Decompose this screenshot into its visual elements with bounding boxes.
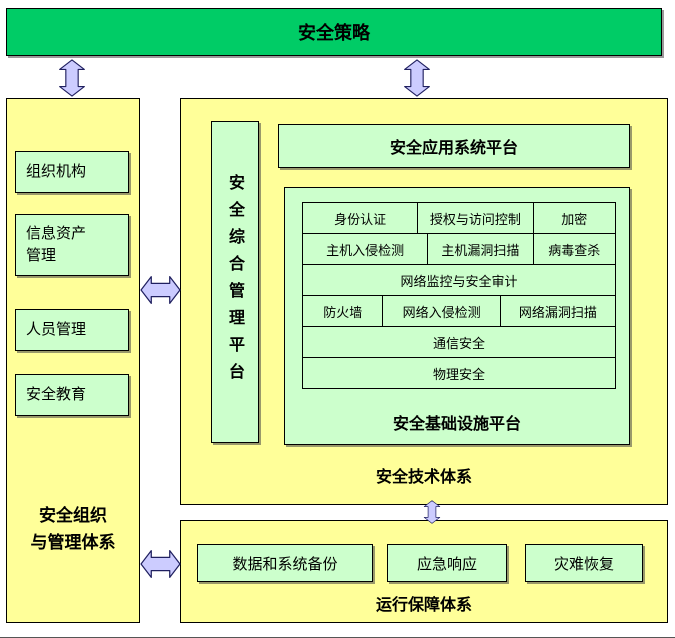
management-item-label: 信息资产 管理 — [26, 224, 87, 264]
ops-item-emergency-response: 应急响应 — [387, 544, 507, 582]
grid-cell-host-vuln-scan: 主机漏洞扫描 — [428, 234, 534, 264]
double-arrow-horizontal-icon — [140, 276, 181, 304]
grid-cell-firewall: 防火墙 — [303, 296, 384, 326]
management-item-personnel: 人员管理 — [15, 309, 129, 351]
infrastructure-grid: 身份认证 授权与访问控制 加密 主机入侵检测 主机漏洞扫描 病毒查杀 网络监控与… — [302, 202, 616, 389]
management-item-info-assets: 信息资产 管理 — [15, 214, 129, 276]
ops-item-disaster-recovery: 灾难恢复 — [525, 544, 643, 582]
grid-row: 主机入侵检测 主机漏洞扫描 病毒查杀 — [303, 234, 615, 265]
grid-cell-antivirus: 病毒查杀 — [548, 243, 601, 259]
infrastructure-platform-title: 安全基础设施平台 — [392, 414, 521, 433]
management-platform-box: 安全综合管理平台 — [211, 121, 259, 443]
management-item-organization: 组织机构 — [15, 151, 129, 193]
double-arrow-vertical-icon — [59, 59, 85, 97]
grid-cell-access-control: 授权与访问控制 — [418, 203, 534, 233]
ops-item-label: 数据和系统备份 — [232, 554, 338, 573]
grid-cell-host-ids: 主机入侵检测 — [303, 234, 429, 264]
management-item-label: 安全教育 — [26, 385, 87, 404]
double-arrow-vertical-icon — [423, 500, 441, 524]
arrow-tech-to-ops — [417, 500, 447, 524]
management-platform-label: 安全综合管理平台 — [226, 174, 245, 390]
double-arrow-horizontal-icon — [140, 550, 181, 578]
arrow-policy-to-management — [57, 59, 87, 97]
grid-cell-network-ids: 网络入侵检测 — [383, 296, 501, 326]
management-panel-title: 安全组织 与管理体系 — [30, 506, 116, 553]
app-platform-label: 安全应用系统平台 — [389, 138, 518, 157]
grid-cell-identity-auth: 身份认证 — [303, 203, 419, 233]
grid-row: 身份认证 授权与访问控制 加密 — [303, 203, 615, 234]
ops-item-label: 应急响应 — [416, 554, 477, 573]
app-platform-box: 安全应用系统平台 — [278, 124, 630, 168]
tech-panel-title: 安全技术体系 — [375, 467, 472, 486]
policy-banner-label: 安全策略 — [298, 23, 370, 44]
management-item-education: 安全教育 — [15, 374, 129, 416]
management-item-label: 组织机构 — [26, 162, 87, 181]
ops-panel: 数据和系统备份 应急响应 灾难恢复 运行保障体系 — [180, 520, 668, 623]
grid-row: 防火墙 网络入侵检测 网络漏洞扫描 — [303, 296, 615, 327]
arrow-management-to-tech — [140, 275, 181, 305]
ops-item-backup: 数据和系统备份 — [197, 544, 373, 582]
management-item-label: 人员管理 — [26, 320, 87, 339]
grid-cell-network-vuln-scan: 网络漏洞扫描 — [518, 305, 597, 321]
management-panel: 组织机构 信息资产 管理 人员管理 安全教育 安全组织 与管理体系 — [6, 98, 140, 623]
double-arrow-vertical-icon — [404, 59, 430, 97]
grid-cell-network-monitoring: 网络监控与安全审计 — [400, 274, 518, 290]
tech-panel: 安全综合管理平台 安全应用系统平台 身份认证 授权与访问控制 加密 主机入侵检测… — [180, 98, 668, 505]
policy-banner: 安全策略 — [6, 8, 662, 56]
grid-row: 网络监控与安全审计 — [303, 265, 615, 296]
grid-cell-encryption: 加密 — [561, 212, 588, 228]
grid-row: 物理安全 — [303, 358, 615, 388]
grid-row: 通信安全 — [303, 327, 615, 358]
ops-item-label: 灾难恢复 — [553, 554, 614, 573]
ops-panel-title: 运行保障体系 — [375, 595, 472, 614]
grid-cell-physical-security: 物理安全 — [432, 367, 485, 383]
infrastructure-platform-box: 身份认证 授权与访问控制 加密 主机入侵检测 主机漏洞扫描 病毒查杀 网络监控与… — [284, 187, 630, 445]
arrow-policy-to-tech — [402, 59, 432, 97]
arrow-management-to-ops — [140, 549, 181, 579]
grid-cell-comm-security: 通信安全 — [432, 336, 485, 352]
